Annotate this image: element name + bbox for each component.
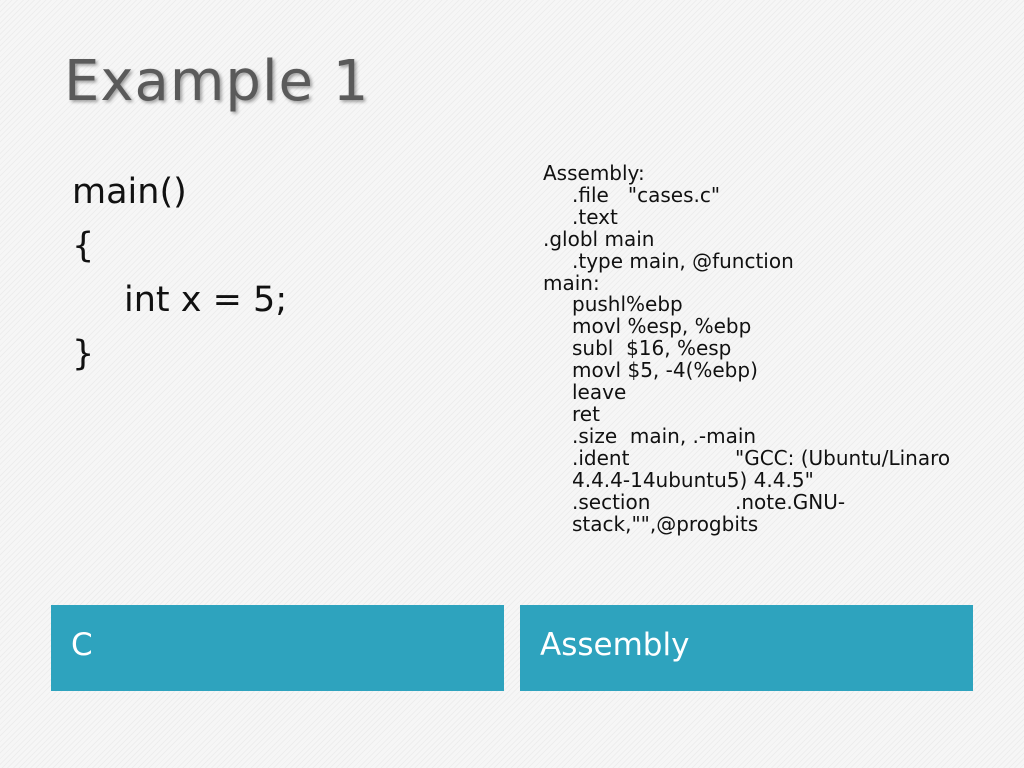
assembly-line: .type main, @function — [572, 248, 794, 273]
ident-value: "GCC: (Ubuntu/Linaro 4.4.4-14ubuntu5) 4.… — [572, 445, 957, 492]
section-directive: .section — [572, 489, 651, 514]
assembly-line: subl $16, %esp — [572, 336, 732, 361]
ident-directive: .ident — [572, 445, 630, 470]
section-value: .note.GNU-stack,"",@progbits — [572, 489, 846, 536]
c-code-line: } — [72, 334, 95, 374]
assembly-section-line: .section.note.GNU-stack,"",@progbits — [543, 489, 963, 536]
assembly-line: movl $5, -4(%ebp) — [572, 358, 758, 383]
c-code-line: { — [72, 226, 95, 266]
assembly-line: main: — [543, 270, 600, 295]
assembly-line: pushl%ebp — [572, 292, 683, 317]
assembly-code-block: Assembly: .file "cases.c" .text .globl m… — [543, 161, 963, 536]
c-code-block: main() { int x = 5; } — [72, 165, 287, 381]
assembly-line: movl %esp, %ebp — [572, 314, 752, 339]
assembly-header: Assembly: — [543, 161, 645, 185]
c-label: C — [71, 627, 93, 663]
assembly-line: ret — [572, 401, 600, 426]
assembly-ident-line: .ident"GCC: (Ubuntu/Linaro 4.4.4-14ubunt… — [543, 445, 963, 492]
assembly-label: Assembly — [540, 627, 690, 663]
assembly-label-panel: Assembly — [520, 605, 973, 691]
assembly-line: .size main, .-main — [572, 423, 757, 448]
assembly-line: .file "cases.c" — [572, 182, 721, 207]
c-code-line: main() — [72, 172, 187, 212]
assembly-line: leave — [572, 380, 627, 405]
c-label-panel: C — [51, 605, 504, 691]
assembly-line: .globl main — [543, 226, 655, 251]
slide-title: Example 1 — [64, 49, 370, 114]
assembly-line: .text — [572, 204, 618, 229]
c-code-line: int x = 5; — [124, 280, 288, 320]
